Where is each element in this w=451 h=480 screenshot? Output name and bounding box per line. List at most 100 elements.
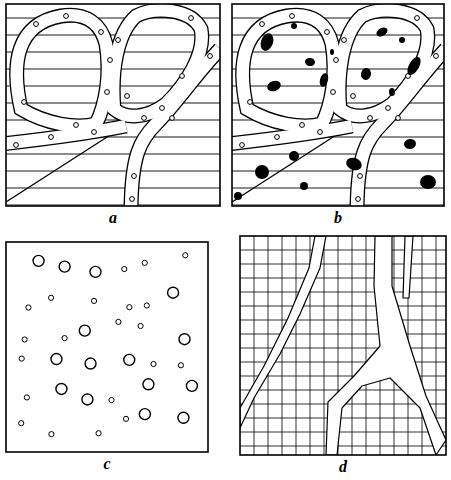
pore-circle xyxy=(59,261,70,272)
pore-dot xyxy=(130,197,135,202)
grid-line xyxy=(240,432,446,433)
inclusion-blob xyxy=(234,192,242,200)
pore-dot xyxy=(74,123,79,128)
grid-line xyxy=(268,236,269,455)
pore-dot xyxy=(318,130,323,135)
pore-circle xyxy=(144,303,149,308)
hatch-line xyxy=(6,35,220,36)
pore-dot xyxy=(92,130,97,135)
inclusion-blob xyxy=(266,79,283,93)
inclusion-blob xyxy=(258,31,275,52)
pore-dot xyxy=(99,30,104,35)
pore-dot xyxy=(368,116,373,121)
pore-circle xyxy=(19,421,24,426)
pore-dot xyxy=(22,100,27,105)
inclusion-blob xyxy=(403,138,417,150)
pore-dot xyxy=(108,58,113,63)
pore-dot xyxy=(396,116,401,121)
pore-dot xyxy=(415,16,420,21)
pore-circle xyxy=(139,409,150,420)
inclusion-blob xyxy=(405,55,424,77)
hatch-line xyxy=(232,188,444,189)
grid-line xyxy=(240,320,446,321)
inclusion-blob xyxy=(291,23,297,29)
pore-dot xyxy=(334,58,339,63)
inclusion-blob xyxy=(420,175,436,189)
grid-line xyxy=(366,236,367,455)
pore-circle xyxy=(109,397,114,402)
pore-dot xyxy=(260,22,265,27)
grid-line xyxy=(240,264,446,265)
grain-boundary-outline xyxy=(113,10,202,116)
pore-circle xyxy=(22,337,27,342)
pore-dot xyxy=(351,94,356,99)
grain-boundary xyxy=(232,126,352,144)
grain-boundary-outline xyxy=(17,15,108,126)
figure-panel: a xyxy=(6,4,220,227)
grid-line xyxy=(352,236,353,455)
pore-circle xyxy=(123,416,128,421)
pore-dot xyxy=(240,143,245,148)
grain-boundary xyxy=(17,15,108,126)
grain-boundary xyxy=(339,10,428,116)
panel-figure xyxy=(227,4,446,214)
pore-circle xyxy=(168,287,179,298)
pore-circle xyxy=(127,305,132,310)
pore-circle xyxy=(183,253,188,258)
pore-circle xyxy=(178,363,183,368)
panel-figure xyxy=(6,242,208,452)
grid-line xyxy=(240,348,446,349)
inclusion-blob xyxy=(300,182,308,190)
pore-dot xyxy=(300,123,305,128)
grain-boundary-outline xyxy=(243,15,334,126)
hatch-line xyxy=(6,188,220,189)
pore-circle xyxy=(96,431,101,436)
grain-boundary xyxy=(243,15,334,126)
pore-circle xyxy=(48,295,53,300)
panel-label: d xyxy=(240,458,446,476)
figure-panel: b xyxy=(232,4,444,227)
pore-circle xyxy=(79,325,90,336)
grain-boundary xyxy=(131,49,220,206)
grain-boundary-outline xyxy=(339,10,428,116)
figure-panel: d xyxy=(240,236,446,476)
pore-dot xyxy=(434,54,439,59)
inclusion-blob xyxy=(289,151,299,161)
pore-dot xyxy=(189,16,194,21)
grid-line xyxy=(240,292,446,293)
pore-circle xyxy=(24,395,29,400)
panel-frame xyxy=(240,236,446,455)
inclusion-blob xyxy=(330,49,334,55)
pore-circle xyxy=(26,305,31,310)
pore-dot xyxy=(275,135,280,140)
pore-circle xyxy=(56,383,67,394)
grain-boundary-outline xyxy=(357,49,444,206)
hatch-line xyxy=(6,171,220,172)
inclusion-blob xyxy=(375,26,389,39)
pore-dot xyxy=(356,197,361,202)
panel-frame xyxy=(232,4,444,206)
grain-boundary xyxy=(6,126,126,144)
grid-line xyxy=(240,446,446,447)
inclusion-blob xyxy=(344,156,363,173)
pore-dot xyxy=(290,14,295,19)
pore-dot xyxy=(142,116,147,121)
crack xyxy=(326,236,446,455)
inclusion-blob xyxy=(304,57,315,67)
pore-circle xyxy=(142,260,147,265)
grain-boundary xyxy=(357,49,444,206)
inclusion-blob xyxy=(360,67,372,81)
grid-line xyxy=(240,418,446,419)
pore-circle xyxy=(116,319,121,324)
crack xyxy=(240,236,326,428)
pore-circle xyxy=(124,354,135,365)
grid-line xyxy=(296,236,297,455)
panel-label: a xyxy=(6,209,220,227)
pore-dot xyxy=(180,74,185,79)
inclusion-blob xyxy=(318,72,329,88)
pore-circle xyxy=(33,255,44,266)
pore-dot xyxy=(248,100,253,105)
pore-dot xyxy=(208,54,213,59)
grid-line xyxy=(240,306,446,307)
